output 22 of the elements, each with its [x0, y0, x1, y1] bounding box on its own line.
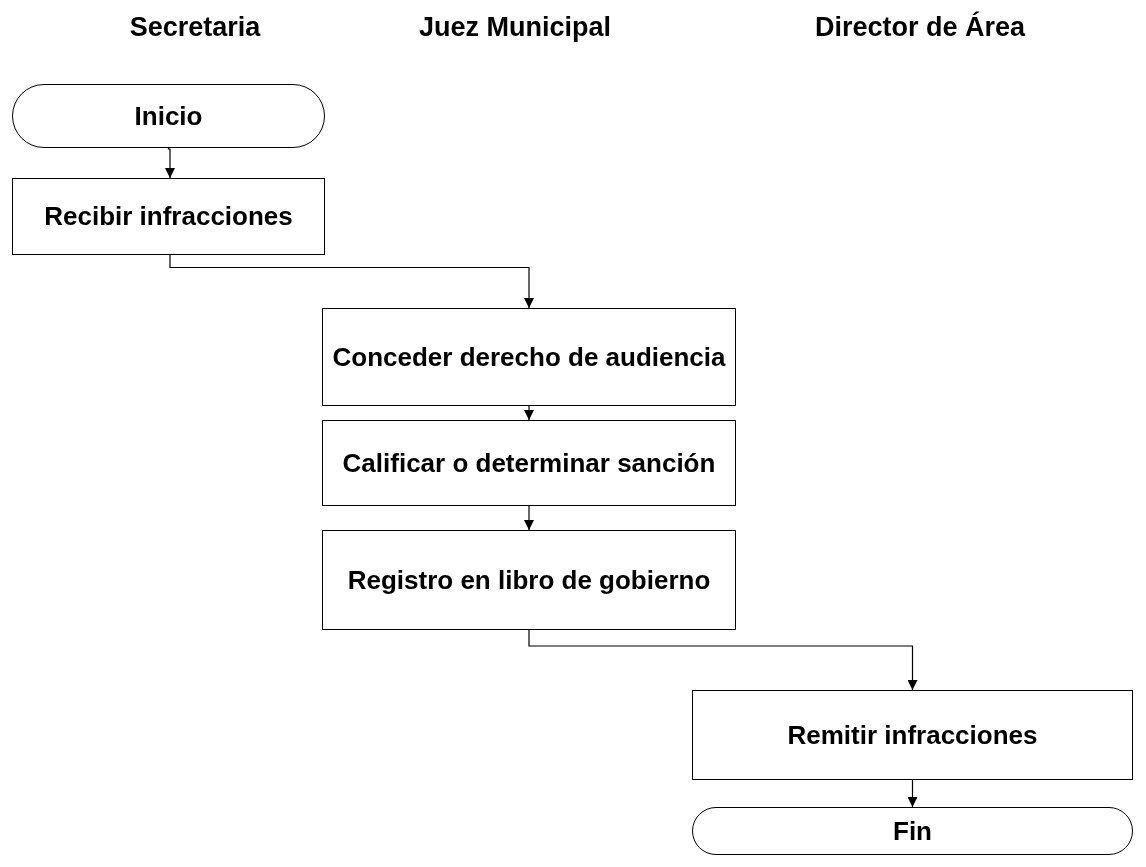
node-text: Calificar o determinar sanción	[342, 446, 716, 480]
lane-header: Juez Municipal	[417, 12, 612, 43]
arrow	[169, 254, 534, 309]
process-box	[322, 420, 736, 506]
node-text: Remitir infracciones	[787, 718, 1038, 752]
node-text: Inicio	[134, 99, 203, 133]
node-text: Recibir infracciones	[44, 200, 293, 233]
terminal-shape	[692, 807, 1133, 855]
arrow	[165, 147, 175, 179]
node-text: Conceder derecho de audiencia	[332, 340, 726, 374]
arrow	[907, 779, 918, 808]
arrow	[524, 505, 534, 531]
process-box	[322, 308, 736, 406]
lane-header: Director de Área	[813, 12, 1027, 43]
lane-header: Secretaria	[128, 12, 262, 43]
arrow	[528, 629, 918, 691]
process-box	[692, 690, 1133, 780]
node-text: Registro en libro de gobierno	[347, 563, 711, 597]
arrow	[524, 405, 534, 421]
process-box	[12, 178, 325, 255]
node-text: Fin	[893, 814, 932, 848]
process-box	[322, 530, 736, 630]
